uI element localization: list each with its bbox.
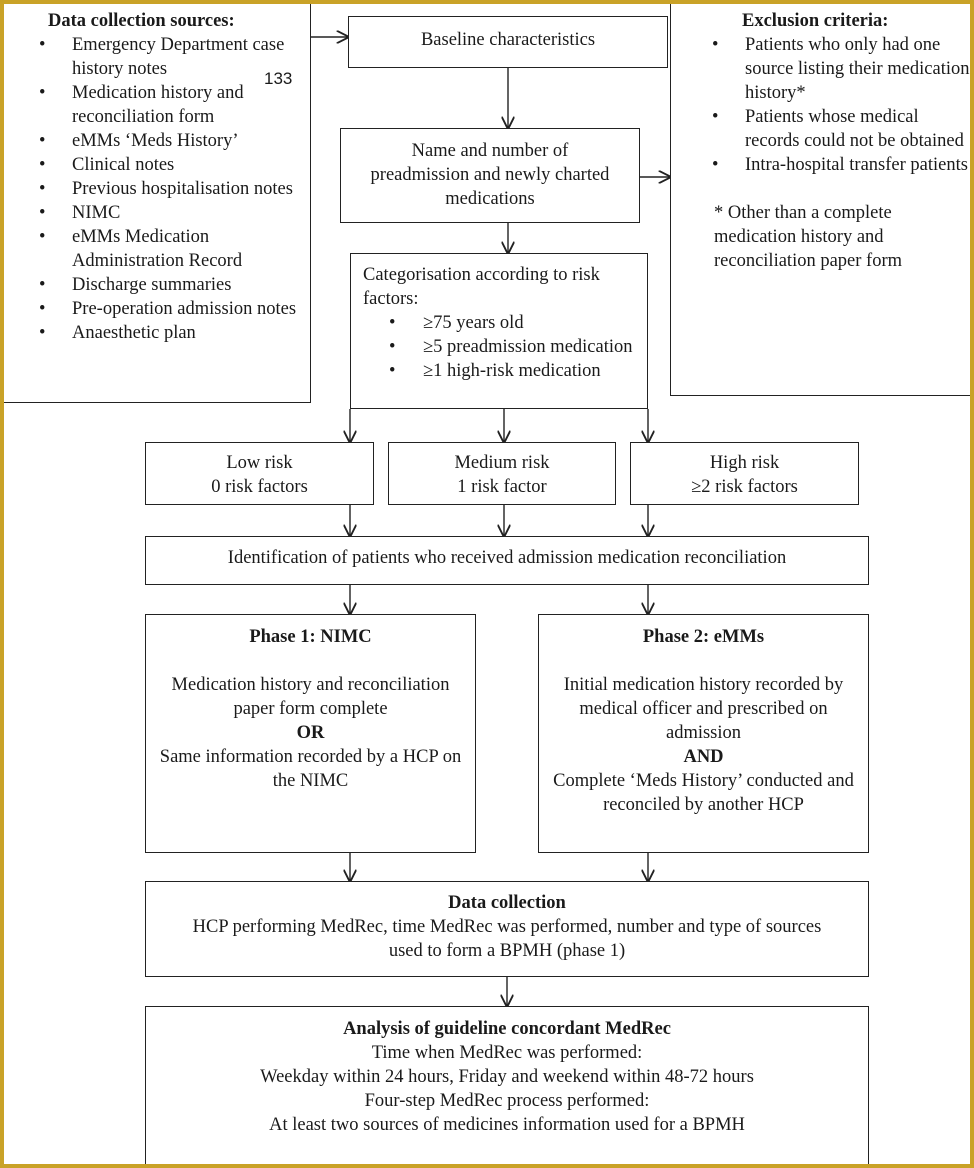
phase2-box: Phase 2: eMMs Initial medication history…: [538, 614, 869, 853]
medium-risk-label: Medium risk: [454, 453, 550, 473]
phase1-title: Phase 1: NIMC: [249, 627, 372, 647]
medications-line: preadmission and newly charted: [370, 165, 610, 185]
phase1-connector: OR: [296, 723, 325, 743]
list-item: ≥75 years old: [351, 311, 641, 335]
high-risk-box: High risk ≥2 risk factors: [630, 442, 859, 505]
list-item: Pre-operation admission notes: [4, 297, 310, 321]
high-risk-factors: ≥2 risk factors: [691, 477, 798, 497]
exclusion-footnote: * Other than a complete medication histo…: [714, 203, 902, 271]
phase1-text2: Same information recorded by a HCP on th…: [159, 747, 462, 791]
data-collection-text: HCP performing MedRec, time MedRec was p…: [192, 917, 822, 961]
exclusion-title: Exclusion criteria:: [742, 11, 889, 31]
medium-risk-box: Medium risk 1 risk factor: [388, 442, 616, 505]
list-item: Intra-hospital transfer patients: [671, 153, 970, 177]
list-item: Discharge summaries: [4, 273, 310, 297]
list-item: Patients whose medical records could not…: [671, 105, 970, 153]
high-risk-label: High risk: [709, 453, 780, 473]
list-item: Anaesthetic plan: [4, 321, 310, 345]
list-item: Patients who only had one source listing…: [671, 33, 970, 105]
data-collection-title: Data collection: [448, 893, 566, 913]
exclusion-box: Exclusion criteria: Patients who only ha…: [670, 4, 970, 396]
medications-line: medications: [445, 189, 535, 209]
list-item: Emergency Department case history notes: [4, 33, 310, 81]
baseline-text: Baseline characteristics: [420, 30, 596, 50]
low-risk-factors: 0 risk factors: [211, 477, 308, 497]
identification-text: Identification of patients who received …: [227, 548, 787, 568]
analysis-line: Four-step MedRec process performed:: [364, 1091, 650, 1111]
analysis-line: Time when MedRec was performed:: [371, 1043, 643, 1063]
medications-line: Name and number of: [411, 141, 569, 161]
list-item: Previous hospitalisation notes: [4, 177, 310, 201]
connector-layer: [311, 4, 974, 1168]
analysis-box: Analysis of guideline concordant MedRec …: [145, 1006, 869, 1164]
phase1-text1: Medication history and reconciliation pa…: [171, 675, 450, 719]
list-item: eMMs Medication Administration Record: [4, 225, 310, 273]
data-sources-list: Emergency Department case history notes …: [4, 33, 310, 345]
low-risk-label: Low risk: [226, 453, 293, 473]
analysis-line: At least two sources of medicines inform…: [269, 1115, 745, 1135]
exclusion-list: Patients who only had one source listing…: [671, 33, 970, 177]
medications-box: Name and number of preadmission and newl…: [340, 128, 640, 223]
phase2-text1: Initial medication history recorded by m…: [563, 675, 844, 743]
phase1-box: Phase 1: NIMC Medication history and rec…: [145, 614, 476, 853]
phase2-title: Phase 2: eMMs: [642, 627, 765, 647]
data-collection-box: Data collection HCP performing MedRec, t…: [145, 881, 869, 977]
data-sources-box: Data collection sources: Emergency Depar…: [4, 4, 311, 403]
medium-risk-factors: 1 risk factor: [457, 477, 547, 497]
analysis-title: Analysis of guideline concordant MedRec: [343, 1019, 671, 1039]
list-item: eMMs ‘Meds History’: [4, 129, 310, 153]
list-item: NIMC: [4, 201, 310, 225]
low-risk-box: Low risk 0 risk factors: [145, 442, 374, 505]
baseline-box: Baseline characteristics: [348, 16, 668, 68]
list-item: ≥5 preadmission medication: [351, 335, 641, 359]
page-number: 133: [264, 69, 293, 88]
identification-box: Identification of patients who received …: [145, 536, 869, 585]
list-item: Medication history and reconciliation fo…: [4, 81, 310, 129]
list-item: ≥1 high-risk medication: [351, 359, 641, 383]
phase2-connector: AND: [683, 747, 724, 767]
list-item: Clinical notes: [4, 153, 310, 177]
analysis-line: Weekday within 24 hours, Friday and week…: [260, 1067, 754, 1087]
data-sources-title: Data collection sources:: [48, 11, 235, 31]
categorisation-title: Categorisation according to risk factors…: [363, 265, 600, 309]
risk-factor-list: ≥75 years old ≥5 preadmission medication…: [351, 311, 641, 383]
phase2-text2: Complete ‘Meds History’ conducted and re…: [553, 771, 854, 815]
categorisation-box: Categorisation according to risk factors…: [350, 253, 648, 409]
